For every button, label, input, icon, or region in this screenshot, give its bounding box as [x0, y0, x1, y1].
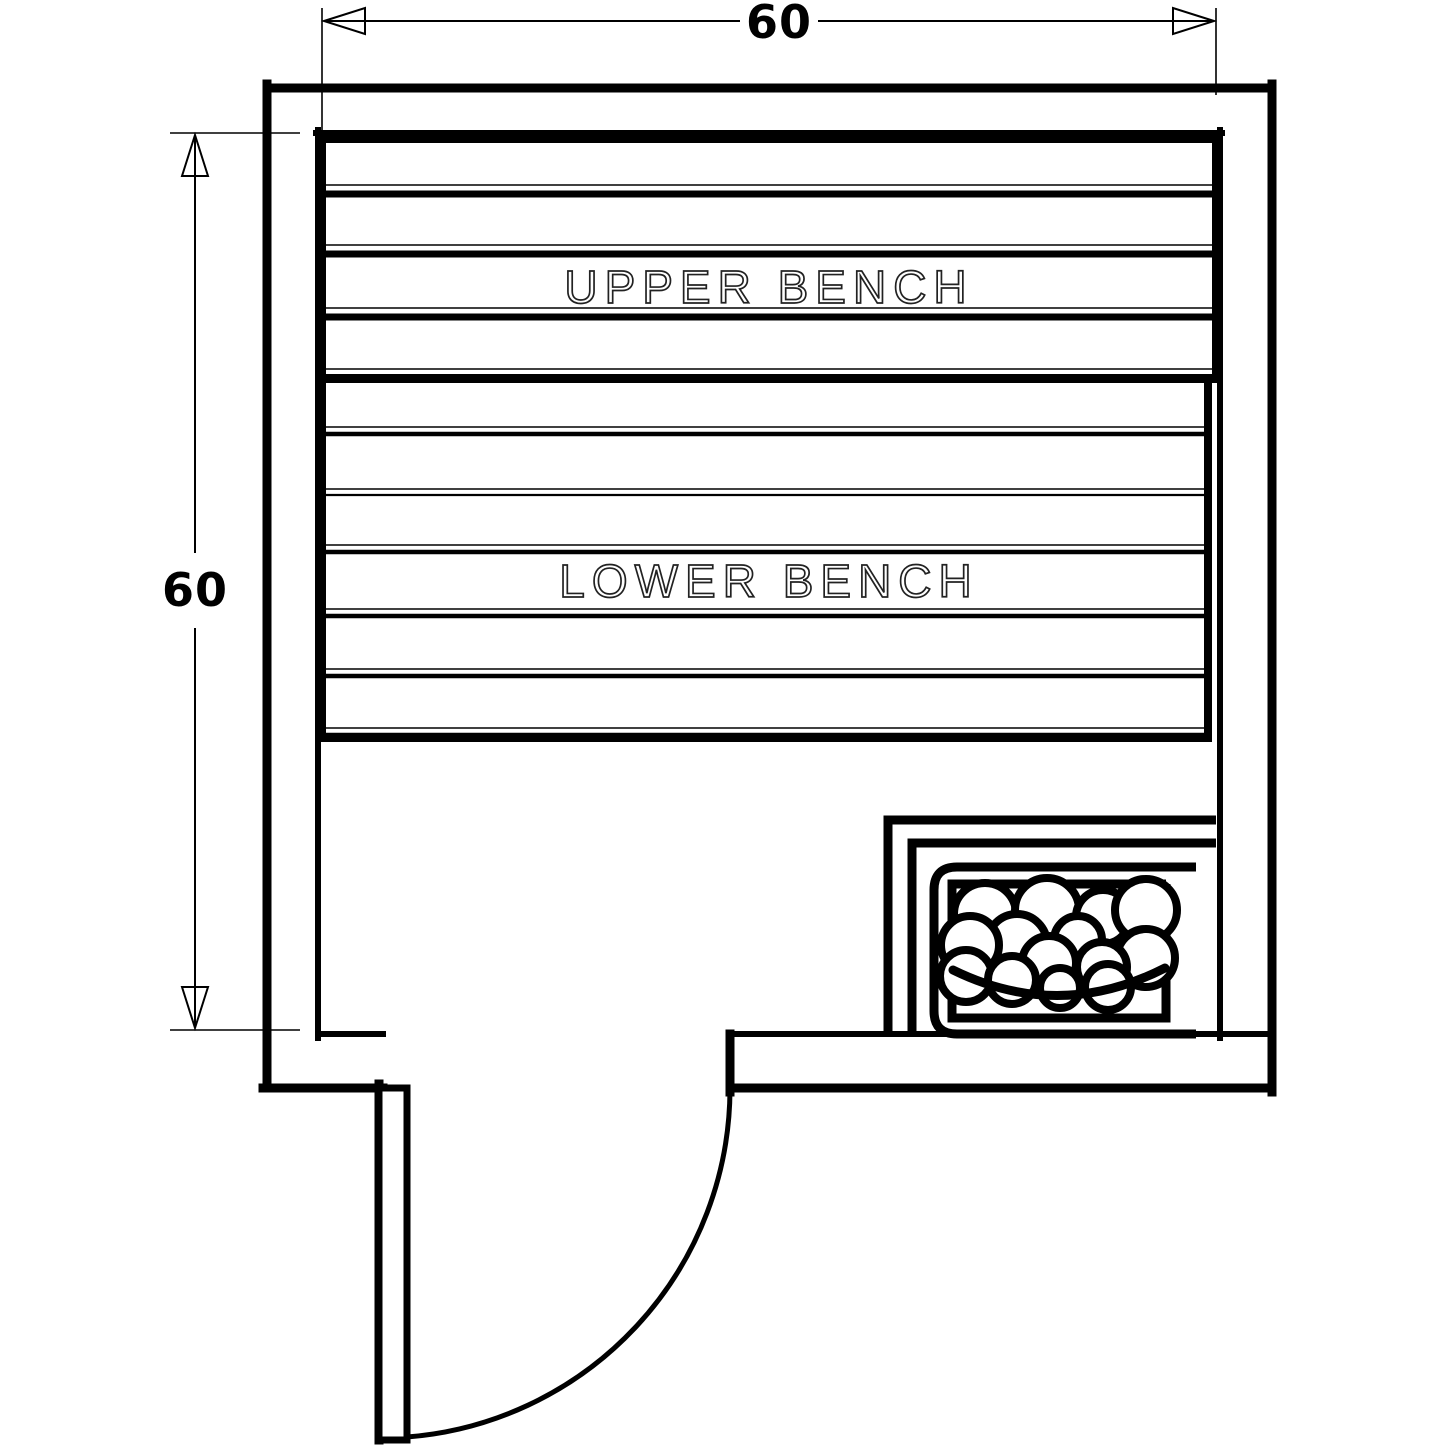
dimension-left-value: 60 — [162, 563, 228, 617]
upper-bench: UPPER BENCH — [318, 135, 1220, 383]
lower-bench: LOWER BENCH — [318, 374, 1212, 742]
arrowhead-bottom — [180, 986, 210, 1032]
upper-bench-label: UPPER BENCH — [564, 261, 973, 313]
door-assembly[interactable] — [375, 1084, 733, 1444]
arrowhead-top — [180, 131, 210, 177]
arrowhead-left — [320, 6, 366, 36]
door-swing-arc — [406, 1089, 733, 1440]
dimension-left: 60 — [162, 131, 300, 1032]
heater-guard-inner — [907, 838, 1216, 1034]
rock — [1036, 964, 1084, 1012]
heater-body — [929, 862, 1196, 1039]
door-leaf[interactable] — [375, 1084, 411, 1444]
heater-grate-arc — [948, 963, 1170, 1000]
sauna-walls — [258, 79, 1277, 1445]
upper-bench-outline — [318, 135, 1220, 383]
dimension-top-value: 60 — [746, 0, 812, 49]
lower-bench-label: LOWER BENCH — [559, 555, 978, 607]
heater-guard-outer — [883, 815, 1216, 1034]
dimension-top: 60 — [320, 0, 1218, 132]
heater-rocks — [936, 874, 1181, 1014]
sauna-heater — [883, 815, 1216, 1039]
lower-bench-outline — [318, 374, 1212, 742]
arrowhead-right — [1172, 6, 1218, 36]
